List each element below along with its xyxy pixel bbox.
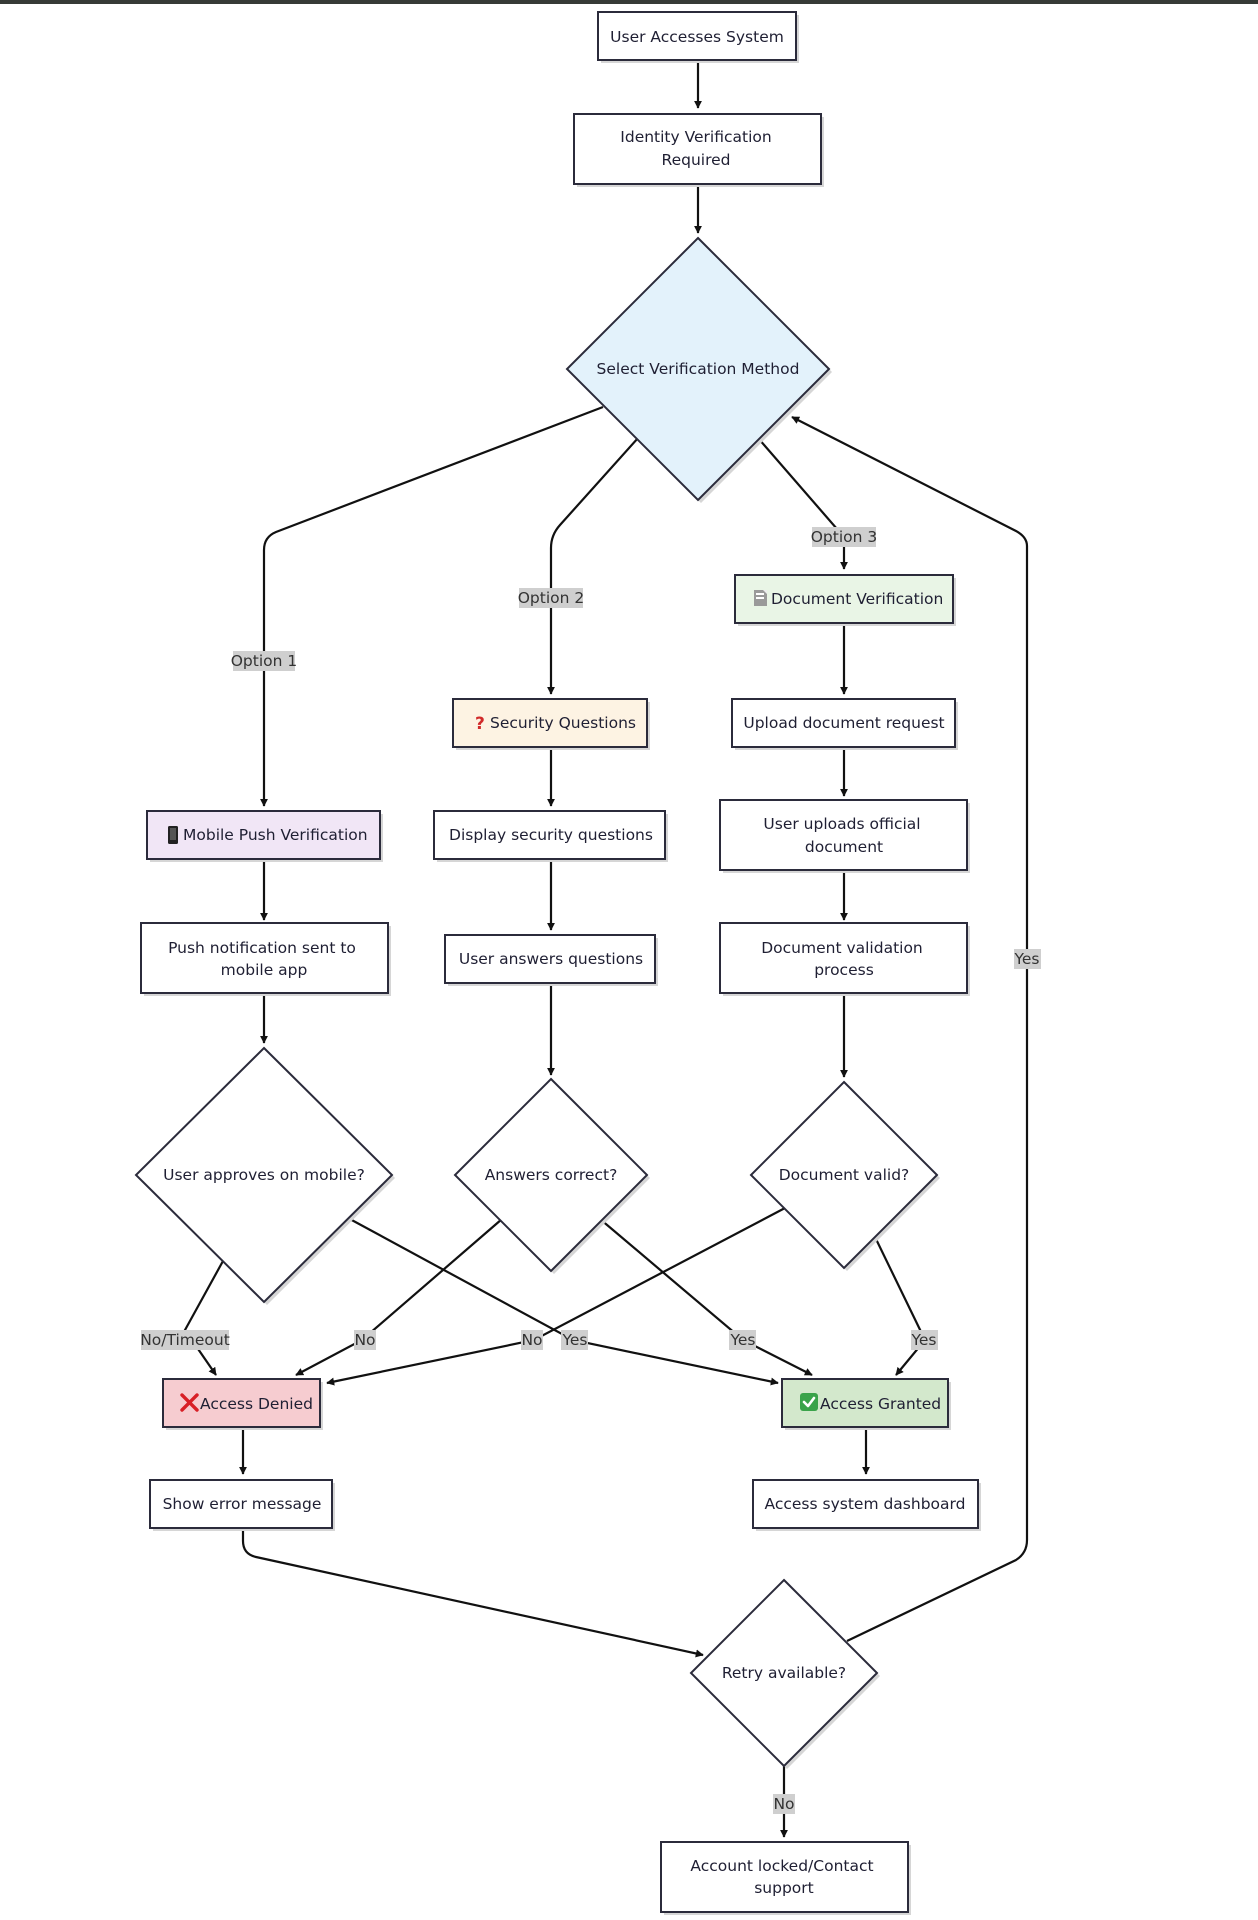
edge-approves-no-to-denied xyxy=(183,1260,224,1376)
decision-label: Retry available? xyxy=(722,1664,846,1682)
node-label: Access system dashboard xyxy=(765,1495,966,1513)
decision-label: Select Verification Method xyxy=(597,360,800,378)
node-label: Upload document request xyxy=(743,714,944,732)
edge-labels: Option 1 Option 2 Option 3 Yes No/Timeou… xyxy=(140,527,1041,1814)
svg-text:Option 2: Option 2 xyxy=(518,589,585,607)
node-mobile-push-verification[interactable]: Mobile Push Verification xyxy=(146,810,383,862)
edge-label-mobile-yes: Yes xyxy=(561,1330,588,1350)
node-label-line2: Required xyxy=(662,151,731,169)
node-security-questions[interactable]: ? Security Questions xyxy=(452,698,650,750)
edge-label-answers-no: No xyxy=(354,1330,376,1350)
node-label: User Accesses System xyxy=(610,28,784,46)
decision-document-valid[interactable]: Document valid? xyxy=(749,1080,940,1271)
node-label-line1: Identity Verification xyxy=(620,128,771,146)
node-label-line2: document xyxy=(805,838,883,856)
edge-label-retry-no: No xyxy=(773,1794,795,1814)
node-access-system-dashboard[interactable]: Access system dashboard xyxy=(752,1479,981,1531)
svg-text:Yes: Yes xyxy=(1013,950,1039,968)
svg-text:Option 3: Option 3 xyxy=(811,528,878,546)
nodes: User Accesses System Identity Verificati… xyxy=(134,11,981,1915)
node-access-granted[interactable]: Access Granted xyxy=(781,1378,951,1430)
node-label: User answers questions xyxy=(459,950,643,968)
node-label: Security Questions xyxy=(490,714,636,732)
svg-text:No/Timeout: No/Timeout xyxy=(140,1331,230,1349)
edge-docvalid-yes-to-granted xyxy=(874,1236,927,1376)
mobile-phone-icon xyxy=(168,826,178,844)
edge-label-option-2: Option 2 xyxy=(518,588,585,608)
edge-label-option-1: Option 1 xyxy=(231,651,298,671)
edge-error-to-retry xyxy=(241,1528,704,1658)
svg-text:No: No xyxy=(354,1331,375,1349)
decision-select-verification-method[interactable]: Select Verification Method xyxy=(565,236,832,503)
svg-text:Yes: Yes xyxy=(561,1331,587,1349)
node-label: Document Verification xyxy=(771,590,943,608)
document-icon xyxy=(754,590,767,606)
node-label-line1: Push notification sent to xyxy=(168,939,356,957)
node-account-locked[interactable]: Account locked/Contact support xyxy=(660,1841,911,1915)
edge-select-to-security xyxy=(547,437,639,695)
svg-text:Yes: Yes xyxy=(729,1331,755,1349)
node-document-validation-process[interactable]: Document validation process xyxy=(719,922,970,996)
edge-label-retry-yes: Yes xyxy=(1013,949,1041,969)
node-access-denied[interactable]: Access Denied xyxy=(162,1378,323,1430)
node-label: Display security questions xyxy=(449,826,653,844)
red-cross-icon xyxy=(180,1393,199,1412)
decision-user-approves-on-mobile[interactable]: User approves on mobile? xyxy=(134,1046,395,1305)
decision-label: User approves on mobile? xyxy=(163,1166,365,1184)
svg-text:No: No xyxy=(521,1331,542,1349)
edge-select-to-document xyxy=(757,437,848,570)
node-label-line2: mobile app xyxy=(221,961,308,979)
red-question-mark-icon: ? xyxy=(475,714,485,734)
node-identity-verification-required[interactable]: Identity Verification Required xyxy=(573,113,824,187)
node-label: Access Denied xyxy=(200,1395,313,1413)
edges xyxy=(183,61,1029,1838)
top-border-bar xyxy=(0,0,1258,4)
edge-label-option-3: Option 3 xyxy=(811,527,878,547)
node-label-line1: Document validation xyxy=(761,939,923,957)
node-user-accesses-system[interactable]: User Accesses System xyxy=(597,11,799,63)
svg-text:No: No xyxy=(773,1795,794,1813)
node-label: Show error message xyxy=(163,1495,322,1513)
node-user-uploads-official-document[interactable]: User uploads official document xyxy=(719,799,970,873)
node-label: Mobile Push Verification xyxy=(183,826,368,844)
node-document-verification[interactable]: Document Verification xyxy=(734,574,956,626)
node-user-answers-questions[interactable]: User answers questions xyxy=(444,934,658,986)
green-check-icon xyxy=(800,1393,818,1411)
edge-label-doc-yes: Yes xyxy=(910,1330,938,1350)
node-label-line2: support xyxy=(754,1879,814,1897)
node-label: Access Granted xyxy=(820,1395,941,1413)
node-upload-document-request[interactable]: Upload document request xyxy=(731,698,958,750)
node-push-notification-sent[interactable]: Push notification sent to mobile app xyxy=(140,922,391,996)
node-label-line1: User uploads official xyxy=(763,815,920,833)
edge-select-to-mobile xyxy=(260,405,604,807)
node-label-line2: process xyxy=(814,961,874,979)
edge-retry-yes-to-select xyxy=(791,416,1029,1642)
svg-text:Yes: Yes xyxy=(910,1331,936,1349)
decision-label: Document valid? xyxy=(779,1166,910,1184)
decision-retry-available[interactable]: Retry available? xyxy=(689,1578,880,1769)
node-show-error-message[interactable]: Show error message xyxy=(149,1479,335,1531)
edge-label-answers-yes: Yes xyxy=(729,1330,756,1350)
node-display-security-questions[interactable]: Display security questions xyxy=(433,810,668,862)
svg-text:Option 1: Option 1 xyxy=(231,652,298,670)
decision-label: Answers correct? xyxy=(485,1166,618,1184)
edge-label-mobile-no-timeout: No/Timeout xyxy=(140,1330,230,1350)
decision-answers-correct[interactable]: Answers correct? xyxy=(453,1077,650,1274)
node-label-line1: Account locked/Contact xyxy=(690,1857,873,1875)
edge-label-doc-no: No xyxy=(521,1330,543,1350)
